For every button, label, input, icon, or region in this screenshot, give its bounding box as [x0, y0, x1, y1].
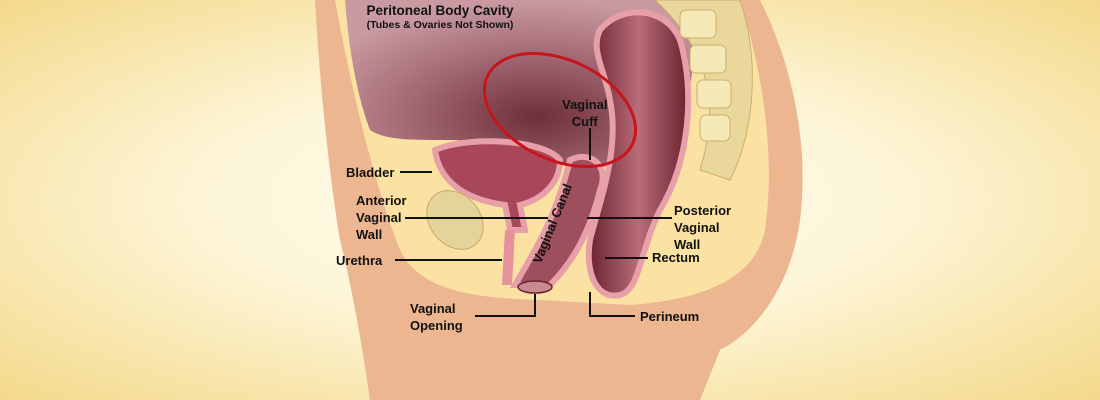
label-anterior-vaginal-wall: Anterior Vaginal Wall [356, 192, 407, 243]
label-line: Anterior [356, 193, 407, 208]
label-line: Wall [356, 227, 383, 242]
label-perineum: Perineum [640, 309, 700, 324]
label-rectum: Rectum [652, 250, 700, 265]
label-line: Wall [674, 237, 701, 252]
label-bladder: Bladder [346, 165, 395, 180]
label-line: Vaginal [356, 210, 402, 225]
peritoneal-cavity-title: Peritoneal Body Cavity [366, 3, 514, 18]
label-line: Posterior [674, 203, 732, 218]
urethra [502, 230, 515, 285]
label-line: Vaginal [410, 301, 456, 316]
vaginal-cuff-highlight [482, 51, 638, 169]
label-line: Vaginal [562, 97, 608, 112]
rectum [585, 9, 692, 299]
label-posterior-vaginal-wall: Posterior Vaginal Wall [674, 202, 731, 253]
label-urethra: Urethra [336, 253, 383, 268]
vaginal-opening [517, 280, 553, 294]
label-line: Vaginal [674, 220, 720, 235]
label-line: Opening [410, 318, 463, 333]
label-vaginal-opening: Vaginal Opening [410, 300, 463, 334]
label-vaginal-cuff: Vaginal Cuff [562, 96, 608, 130]
leader-lines [395, 128, 672, 317]
label-line: Cuff [571, 114, 598, 129]
peritoneal-cavity-subtitle: (Tubes & Ovaries Not Shown) [366, 19, 514, 31]
pubic-fat-pad [426, 190, 484, 250]
bladder [431, 138, 564, 233]
